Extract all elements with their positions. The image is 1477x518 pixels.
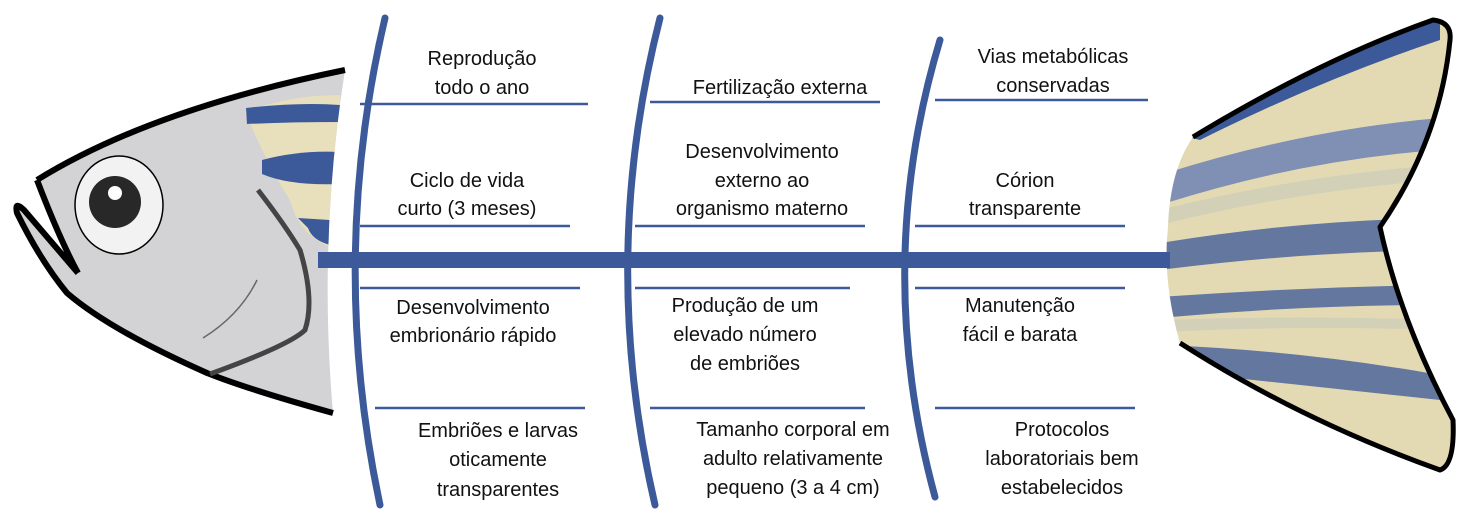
- branch-label-line: externo ao: [715, 170, 810, 192]
- branch-label-line: laboratoriais bem: [985, 448, 1138, 470]
- branch-label-line: estabelecidos: [1001, 477, 1123, 499]
- branch-label-line: conservadas: [996, 75, 1109, 97]
- branch-label-line: Vias metabólicas: [978, 46, 1129, 68]
- branch-label-line: todo o ano: [435, 77, 530, 99]
- fish-head: [13, 67, 346, 416]
- fish-tail: [1166, 17, 1456, 473]
- eye-icon: [74, 155, 164, 255]
- branch-label-line: adulto relativamente: [703, 448, 883, 470]
- rib-bone: [351, 14, 389, 509]
- branch-label-line: fácil e barata: [963, 324, 1078, 346]
- branch-label-line: de embriões: [690, 353, 800, 375]
- branch-label-line: Produção de um: [672, 295, 819, 317]
- branch-label-line: Manutenção: [965, 295, 1075, 317]
- branch-label-line: Reprodução: [428, 48, 537, 70]
- branch-label-line: Protocolos: [1015, 419, 1110, 441]
- branch-label-line: organismo materno: [676, 198, 848, 220]
- branch-label-line: pequeno (3 a 4 cm): [706, 477, 879, 499]
- branch-label-line: elevado número: [673, 324, 816, 346]
- rib-bone: [624, 14, 664, 509]
- branch-label-line: Desenvolvimento: [396, 297, 549, 319]
- branch-label-line: Tamanho corporal em: [696, 419, 889, 441]
- branch-label-line: Fertilização externa: [693, 77, 868, 99]
- branch-label-line: transparentes: [437, 479, 559, 501]
- branch-label-line: Córion: [996, 170, 1055, 192]
- branch-label-line: curto (3 meses): [398, 198, 537, 220]
- branch-label-line: Desenvolvimento: [685, 141, 838, 163]
- branch-label-line: transparente: [969, 198, 1081, 220]
- branch-label-line: embrionário rápido: [390, 325, 557, 347]
- spine: [318, 252, 1170, 268]
- branch-label-line: oticamente: [449, 449, 547, 471]
- branch-label-line: Ciclo de vida: [410, 170, 525, 192]
- rib-bone: [901, 36, 944, 501]
- branch-label-line: Embriões e larvas: [418, 420, 578, 442]
